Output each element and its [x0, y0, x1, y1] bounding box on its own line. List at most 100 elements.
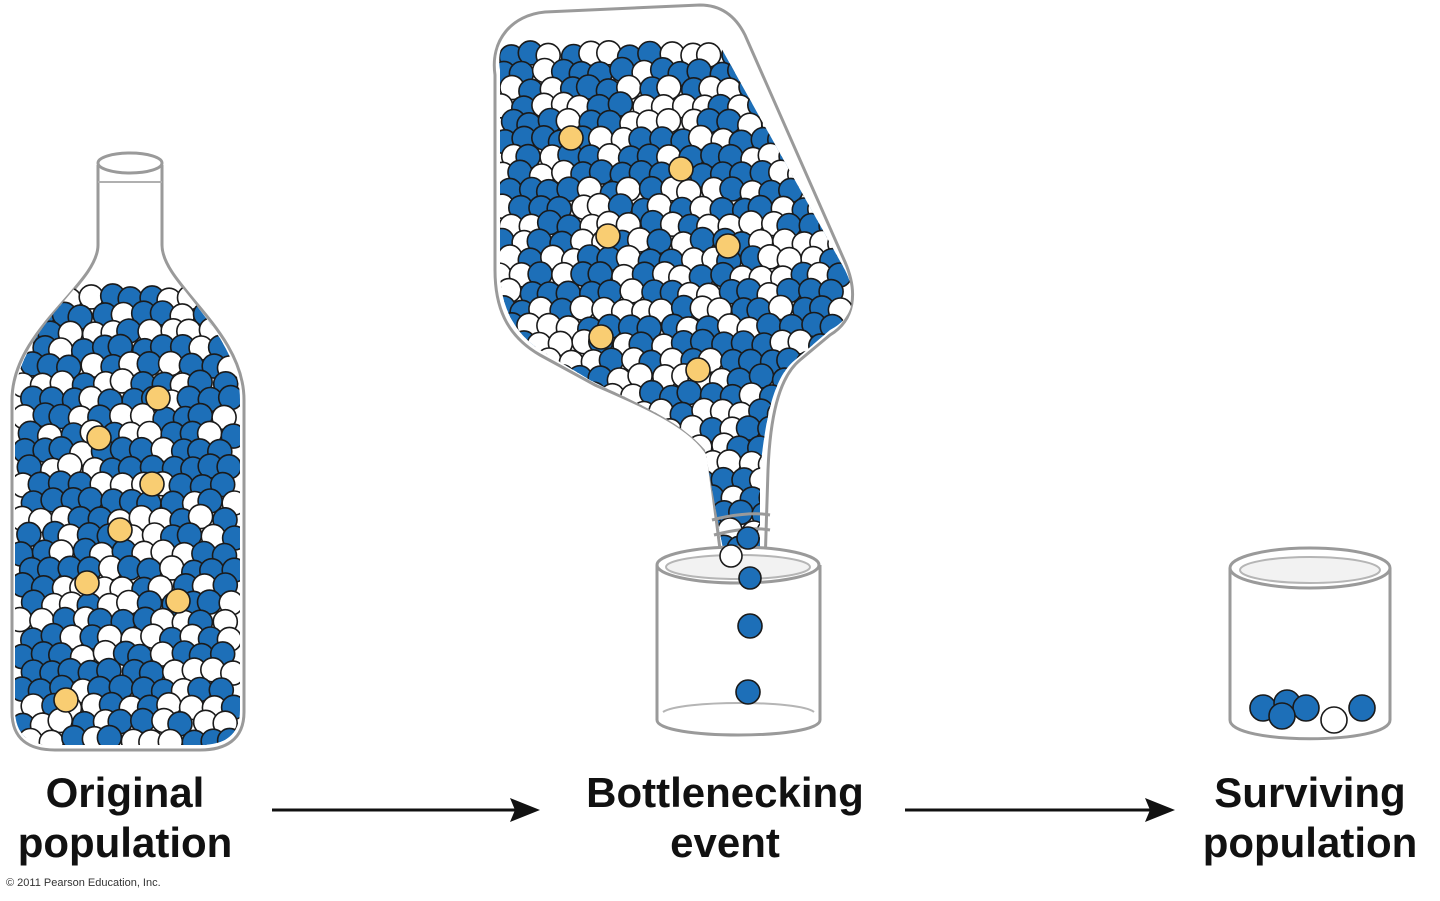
- blue-allele: [831, 61, 853, 88]
- white-allele: [589, 499, 616, 525]
- white-allele: [499, 401, 516, 428]
- yellow-allele: [685, 357, 711, 383]
- white-allele: [817, 382, 844, 408]
- white-allele: [557, 414, 584, 441]
- blue-allele: [507, 503, 533, 529]
- blue-allele: [596, 451, 622, 477]
- white-allele: [607, 537, 634, 560]
- blue-allele: [18, 285, 45, 312]
- blue-allele: [738, 566, 762, 590]
- original-label-line2: population: [17, 819, 233, 866]
- yellow-allele: [145, 385, 171, 411]
- white-allele: [629, 502, 656, 529]
- white-allele: [501, 384, 527, 410]
- blue-allele: [527, 532, 553, 559]
- white-allele: [499, 519, 523, 546]
- blue-allele: [560, 451, 587, 478]
- blue-allele: [736, 526, 760, 550]
- white-allele: [598, 485, 625, 511]
- yellow-allele: [74, 570, 100, 596]
- blue-allele: [499, 349, 524, 376]
- blue-allele: [518, 380, 545, 406]
- bottleneck-neck-alleles: [719, 526, 762, 590]
- blue-allele: [609, 401, 636, 428]
- blue-allele: [828, 537, 853, 560]
- blue-allele: [786, 94, 813, 121]
- white-allele: [187, 503, 214, 530]
- blue-allele: [820, 350, 846, 377]
- white-allele: [566, 536, 593, 560]
- blue-allele: [657, 450, 683, 476]
- white-allele: [829, 364, 853, 391]
- blue-allele: [1292, 694, 1320, 722]
- blue-allele: [606, 465, 633, 492]
- white-allele: [827, 333, 853, 360]
- white-allele: [808, 467, 835, 494]
- blue-allele: [547, 503, 573, 529]
- blue-allele: [826, 397, 853, 424]
- blue-allele: [826, 431, 853, 457]
- blue-allele: [819, 111, 846, 137]
- blue-allele: [500, 417, 527, 444]
- blue-allele: [547, 536, 573, 560]
- blue-allele: [811, 128, 838, 155]
- blue-allele: [510, 534, 537, 560]
- white-allele: [515, 517, 542, 544]
- bottleneck-label-line1: Bottlenecking: [586, 769, 864, 816]
- blue-allele: [628, 535, 654, 560]
- blue-allele: [681, 450, 707, 477]
- blue-allele: [612, 433, 638, 460]
- blue-allele: [808, 163, 835, 190]
- white-allele: [830, 162, 853, 189]
- falling-blue-allele: [737, 613, 763, 639]
- white-allele: [776, 44, 803, 70]
- white-allele: [587, 536, 614, 560]
- blue-allele: [529, 399, 556, 426]
- blue-allele: [552, 400, 578, 427]
- original-population-label: Original population: [0, 768, 250, 868]
- original-label-line1: Original: [45, 769, 205, 816]
- blue-allele: [575, 481, 602, 508]
- original-bottle-outline: [10, 165, 246, 752]
- blue-allele: [775, 449, 802, 475]
- falling-alleles: [735, 613, 763, 705]
- white-allele: [635, 414, 662, 440]
- blue-allele: [800, 414, 827, 441]
- white-allele: [827, 467, 853, 494]
- blue-allele: [571, 465, 598, 492]
- yellow-allele: [139, 471, 165, 497]
- blue-allele: [678, 486, 705, 512]
- blue-allele: [779, 414, 806, 441]
- blue-allele: [637, 450, 664, 477]
- blue-allele: [826, 129, 853, 156]
- white-allele: [820, 76, 846, 102]
- white-allele: [539, 485, 565, 512]
- copyright-notice: © 2011 Pearson Education, Inc.: [6, 877, 161, 889]
- falling-blue-allele: [735, 679, 761, 705]
- blue-allele: [636, 515, 662, 542]
- bottleneck-alleles: [499, 39, 853, 560]
- blue-allele: [96, 724, 123, 745]
- white-allele: [597, 418, 624, 444]
- white-allele: [809, 398, 836, 425]
- blue-allele: [831, 195, 853, 221]
- blue-allele: [581, 452, 607, 479]
- white-allele: [197, 284, 223, 311]
- white-allele: [507, 397, 534, 424]
- blue-allele: [771, 469, 798, 495]
- white-allele: [758, 484, 785, 511]
- white-allele: [818, 516, 845, 542]
- surviving-label-line2: population: [1202, 819, 1418, 866]
- blue-allele: [566, 435, 593, 462]
- blue-allele: [790, 434, 817, 460]
- white-allele: [800, 482, 826, 509]
- white-allele: [809, 60, 836, 87]
- blue-allele: [616, 485, 642, 512]
- blue-allele: [616, 517, 642, 544]
- blue-allele: [827, 93, 853, 120]
- white-allele: [576, 416, 602, 443]
- white-allele: [209, 301, 236, 328]
- blue-allele: [620, 449, 646, 476]
- white-allele: [556, 381, 582, 408]
